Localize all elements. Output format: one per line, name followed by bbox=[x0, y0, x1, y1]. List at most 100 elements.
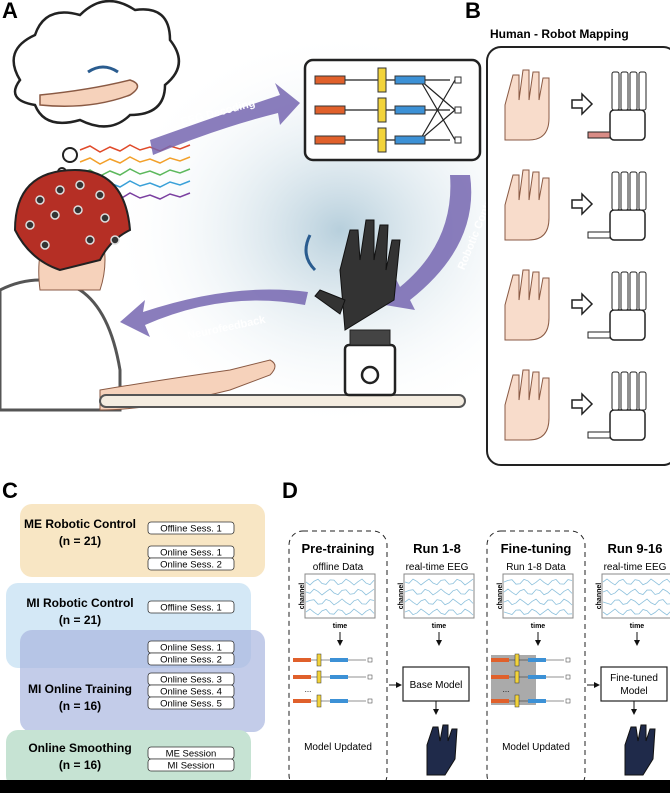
panel-d-letter: D bbox=[282, 478, 298, 503]
human-hand-icon bbox=[504, 69, 550, 141]
session-label: Online Sess. 1 bbox=[160, 643, 222, 654]
session-label: Online Sess. 3 bbox=[160, 675, 222, 686]
eeg-trace bbox=[305, 588, 375, 596]
model-label: Base Model bbox=[410, 680, 463, 691]
mapping-row bbox=[504, 169, 647, 241]
layer-block bbox=[491, 658, 509, 662]
session-label: ME Session bbox=[166, 749, 217, 760]
thought-cloud bbox=[12, 0, 180, 128]
bottom-bar bbox=[0, 780, 670, 793]
layer-block bbox=[316, 670, 322, 684]
robot-finger bbox=[620, 71, 629, 111]
session-label: Online Sess. 1 bbox=[160, 548, 222, 559]
stage-footer: Model Updated bbox=[502, 742, 570, 753]
model-label: Fine-tuned bbox=[610, 673, 658, 684]
group-n: (n = 16) bbox=[59, 699, 101, 713]
eeg-plot bbox=[502, 573, 574, 619]
layer-block bbox=[330, 675, 348, 679]
eeg-trace bbox=[602, 598, 670, 606]
rotate-arrow-icon bbox=[304, 234, 317, 272]
eeg-plot bbox=[304, 573, 376, 619]
eeg-decoding-arrow bbox=[150, 83, 300, 155]
axis-y-label: channel bbox=[398, 583, 405, 610]
eeg-trace bbox=[404, 578, 474, 586]
panel-b: B Human - Robot Mapping bbox=[465, 0, 670, 466]
axis-x-label: time bbox=[531, 623, 546, 630]
eeg-trace bbox=[305, 608, 375, 616]
eeg-trace bbox=[503, 578, 573, 586]
layer-block bbox=[528, 699, 546, 703]
robot-finger bbox=[611, 71, 620, 111]
robot-finger bbox=[629, 271, 638, 311]
human-hand-icon bbox=[504, 369, 550, 441]
mapping-row bbox=[504, 69, 647, 141]
stage-title: Fine-tuning bbox=[501, 541, 572, 556]
axis-y-label: channel bbox=[299, 583, 306, 610]
group-n: (n = 21) bbox=[59, 613, 101, 627]
stage-title: Run 9-16 bbox=[608, 541, 663, 556]
robot-thumb bbox=[587, 431, 611, 439]
session-item: Online Sess. 1 bbox=[147, 640, 235, 654]
eeg-trace bbox=[404, 588, 474, 596]
session-label: Online Sess. 5 bbox=[160, 699, 222, 710]
arrow-right-icon bbox=[571, 392, 594, 416]
group-n: (n = 21) bbox=[59, 534, 101, 548]
robot-thumb bbox=[587, 231, 611, 239]
panel-a-letter: A bbox=[2, 0, 18, 23]
group-online-smoothing bbox=[6, 730, 251, 788]
layer-block bbox=[293, 658, 311, 662]
robot-finger bbox=[638, 271, 647, 311]
person-body bbox=[0, 278, 122, 412]
layer-block bbox=[528, 658, 546, 662]
mapping-row bbox=[504, 369, 647, 441]
eeg-trace bbox=[404, 608, 474, 616]
axis-x-label: time bbox=[333, 623, 348, 630]
robot-finger bbox=[611, 171, 620, 211]
group-title: ME Robotic Control bbox=[24, 517, 136, 531]
mapping-row bbox=[504, 269, 647, 341]
mapping-box bbox=[486, 46, 670, 466]
stage-data-label: offline Data bbox=[313, 562, 364, 573]
layer-block bbox=[514, 694, 520, 708]
layer-block bbox=[514, 670, 520, 684]
robot-finger bbox=[629, 171, 638, 211]
group-n: (n = 16) bbox=[59, 758, 101, 772]
layer-block bbox=[316, 653, 322, 667]
layer-block bbox=[491, 675, 509, 679]
session-label: Offline Sess. 1 bbox=[160, 603, 222, 614]
panel-c-letter: C bbox=[2, 478, 18, 503]
eeg-trace bbox=[503, 588, 573, 596]
eeg-electrodes bbox=[25, 180, 120, 250]
axis-y-label: channel bbox=[497, 583, 504, 610]
session-item: Online Sess. 3 bbox=[147, 672, 235, 686]
ellipsis: ... bbox=[503, 685, 510, 694]
robot-finger bbox=[620, 171, 629, 211]
axis-x-label: time bbox=[630, 623, 645, 630]
human-hand-icon bbox=[504, 269, 550, 341]
session-label: Online Sess. 2 bbox=[160, 655, 222, 666]
robot-finger bbox=[638, 371, 647, 411]
stage-footer: Model Updated bbox=[304, 742, 372, 753]
eeg-trace bbox=[503, 598, 573, 606]
panel-c: C ME Robotic Control (n = 21) MI Robotic… bbox=[2, 478, 265, 788]
network-diagram bbox=[314, 67, 462, 153]
robot-finger bbox=[620, 271, 629, 311]
session-label: MI Session bbox=[168, 761, 215, 772]
eeg-trace bbox=[602, 588, 670, 596]
robot-hand-icon bbox=[609, 109, 646, 141]
robot-hand-icon bbox=[314, 219, 401, 397]
robot-finger bbox=[638, 71, 647, 111]
session-label: Offline Sess. 1 bbox=[160, 524, 222, 535]
eeg-trace bbox=[404, 598, 474, 606]
robot-hand-photo-icon bbox=[426, 724, 458, 776]
rotate-arrow-icon bbox=[87, 65, 119, 74]
group-title: MI Robotic Control bbox=[26, 596, 133, 610]
layer-block bbox=[293, 675, 311, 679]
axis-y-label: channel bbox=[596, 583, 603, 610]
frozen-layers-highlight bbox=[491, 655, 536, 705]
eeg-trace bbox=[602, 608, 670, 616]
arrow-right-icon bbox=[571, 92, 594, 116]
robot-hand-icon bbox=[609, 209, 646, 241]
